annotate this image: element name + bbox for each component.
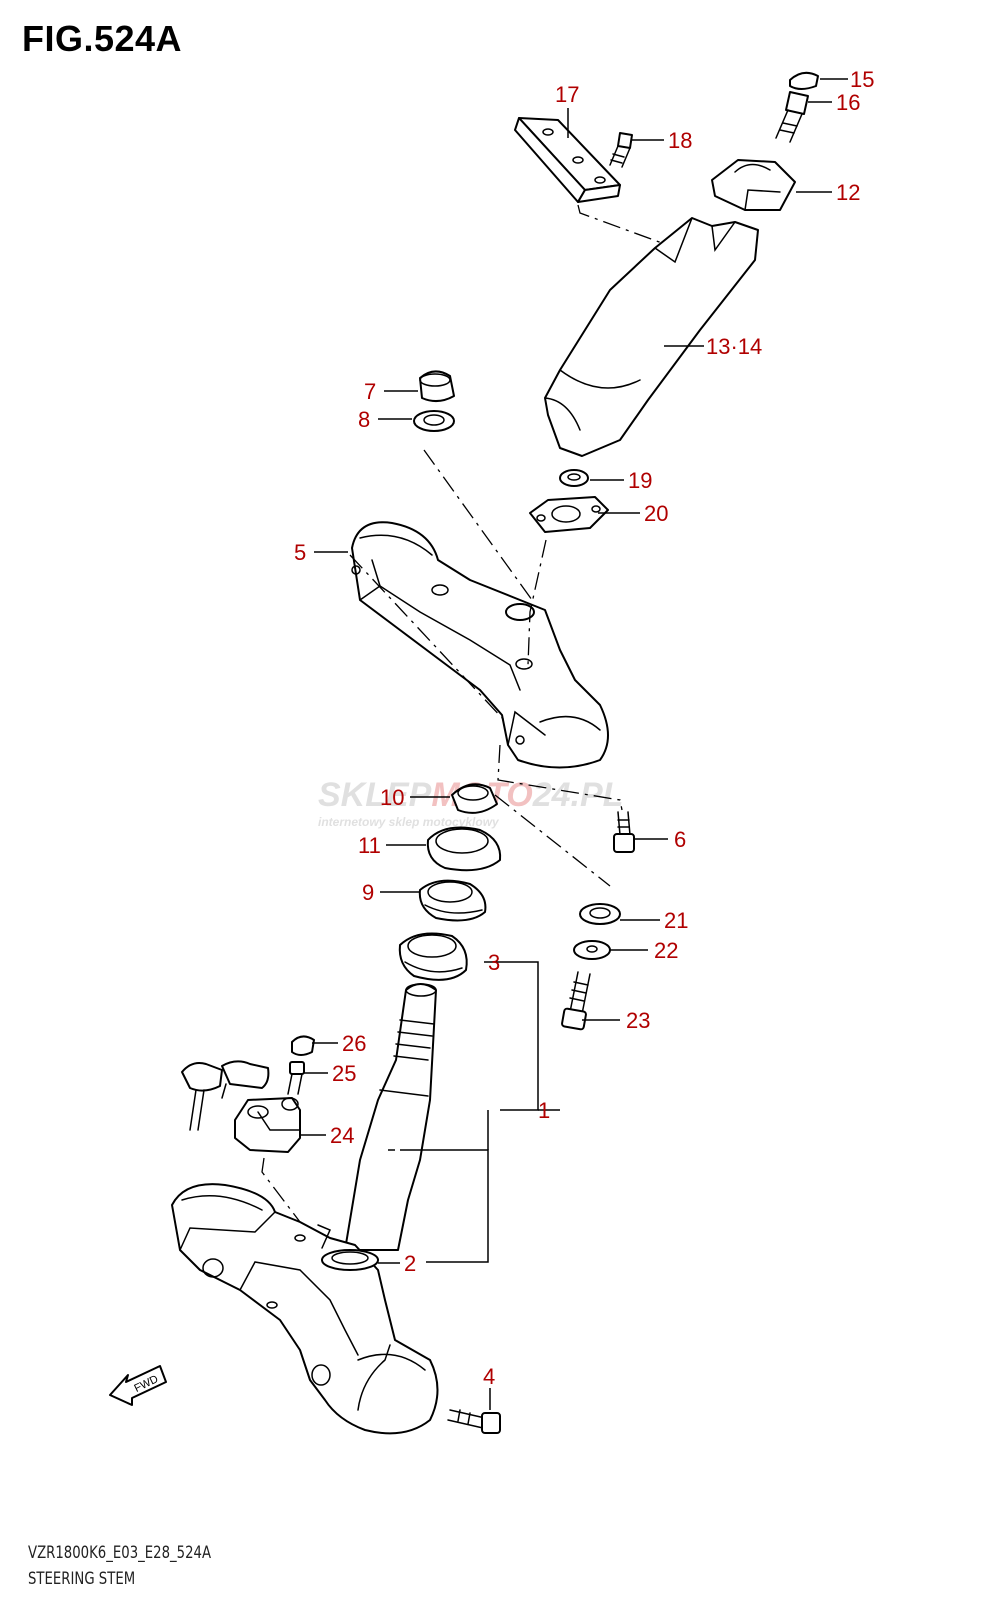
part-7-nut-cap <box>419 370 455 402</box>
leader-lines <box>300 78 848 1410</box>
callout-24: 24 <box>330 1123 354 1148</box>
watermark: SKLEPMOTO24.PL internetowy sklep motocyk… <box>318 776 623 829</box>
callout-2: 2 <box>404 1251 416 1276</box>
callout-10: 10 <box>380 785 404 810</box>
part-2-lower-bracket <box>171 1183 439 1435</box>
part-11-dust-seal <box>426 826 502 872</box>
model-code: VZR1800K6_E03_E28_524A <box>28 1543 212 1563</box>
svg-text:internetowy sklep motocyklowy: internetowy sklep motocyklowy <box>318 815 500 829</box>
part-23-bolt <box>561 971 591 1031</box>
callout-9: 9 <box>362 880 374 905</box>
assembly-guide-lines <box>261 204 663 1223</box>
callout-26: 26 <box>342 1031 366 1056</box>
callout-19: 19 <box>628 468 652 493</box>
part-1-steering-stem <box>344 983 437 1251</box>
part-20-plate <box>529 496 609 533</box>
callout-6: 6 <box>674 827 686 852</box>
callout-16: 16 <box>836 90 860 115</box>
part-12-cap-holder <box>711 159 796 211</box>
callout-21: 21 <box>664 908 688 933</box>
part-3-bearing <box>398 932 468 981</box>
part-6-bolt <box>613 811 635 853</box>
callout-15: 15 <box>850 67 874 92</box>
callout-1: 1 <box>538 1098 550 1123</box>
figure-title: FIG.524A <box>22 18 183 59</box>
part-4-bolt <box>447 1409 501 1434</box>
callout-12: 12 <box>836 180 860 205</box>
key-icon <box>181 1060 270 1131</box>
part-17-holder-plate <box>514 117 621 203</box>
part-26-cap <box>291 1035 315 1056</box>
callout-labels: 15 16 17 18 12 13·14 7 8 19 20 5 10 6 11… <box>294 67 874 1389</box>
fwd-arrow-icon: FWD <box>109 1365 167 1406</box>
part-25-pin <box>287 1061 305 1095</box>
section-name: STEERING STEM <box>28 1569 136 1589</box>
part-13-14-handlebar-cover <box>544 217 759 457</box>
part-9-bearing <box>418 879 487 922</box>
callout-8: 8 <box>358 407 370 432</box>
part-8-washer <box>413 410 455 432</box>
callout-18: 18 <box>668 128 692 153</box>
callout-23: 23 <box>626 1008 650 1033</box>
callout-7: 7 <box>364 379 376 404</box>
part-21-washer <box>579 903 621 925</box>
callout-20: 20 <box>644 501 668 526</box>
svg-text:SKLEPMOTO24.PL: SKLEPMOTO24.PL <box>318 776 623 814</box>
part-15-cap <box>789 71 819 90</box>
callout-3: 3 <box>488 950 500 975</box>
part-5-upper-bracket <box>351 521 609 769</box>
callout-13-14: 13·14 <box>706 334 762 359</box>
callout-5: 5 <box>294 540 306 565</box>
callout-25: 25 <box>332 1061 356 1086</box>
part-18-bolt <box>609 132 633 168</box>
part-22-washer <box>573 940 611 960</box>
callout-17: 17 <box>555 82 579 107</box>
part-19-washer <box>559 469 589 487</box>
callout-22: 22 <box>654 938 678 963</box>
callout-4: 4 <box>483 1364 495 1389</box>
part-16-bolt <box>775 91 809 143</box>
part-24-steering-lock <box>234 1097 301 1153</box>
callout-11: 11 <box>358 833 381 858</box>
part-10-steering-nut <box>451 783 498 814</box>
